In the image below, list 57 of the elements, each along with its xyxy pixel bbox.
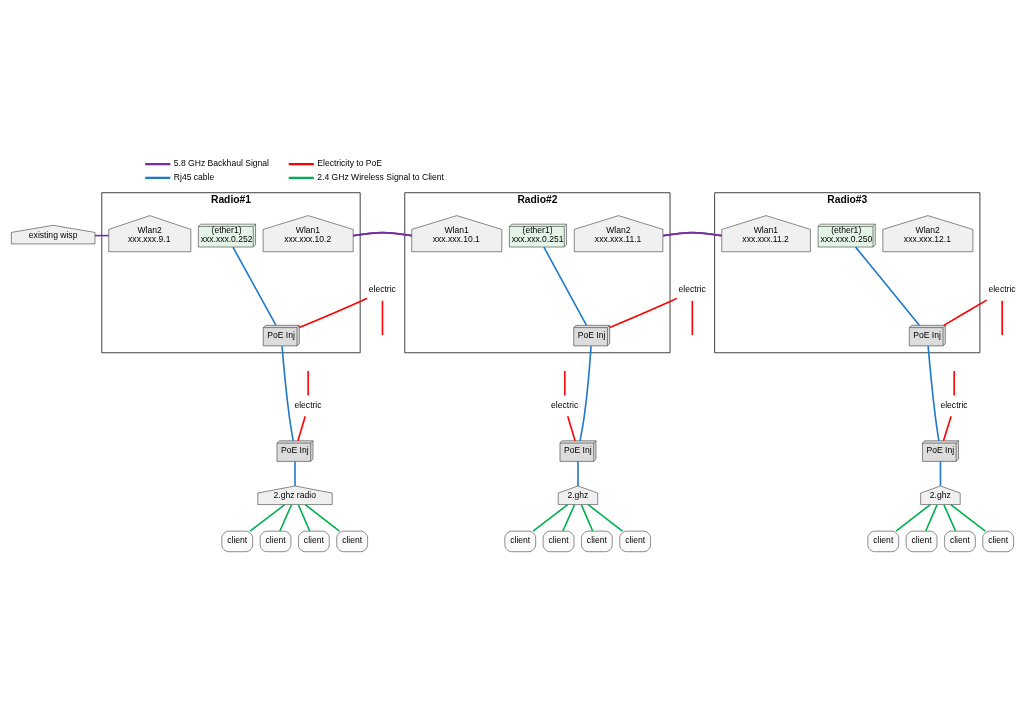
connector [580, 503, 594, 532]
node-text: electric [551, 399, 579, 410]
connector [1001, 300, 1003, 336]
connector [232, 246, 277, 326]
connector [939, 460, 942, 487]
connector [304, 503, 341, 532]
node-text: electric [988, 284, 1016, 295]
connector [895, 503, 931, 532]
connector [943, 503, 957, 532]
connector [608, 297, 678, 329]
connector [297, 415, 307, 442]
node-box: client [982, 530, 1014, 552]
node-box: client [867, 530, 899, 552]
legend-label: Rj45 cable [173, 171, 215, 182]
connector [381, 300, 384, 336]
connector [566, 415, 576, 442]
connector [297, 503, 311, 532]
legend-label: 5.8 GHz Backhaul Signal [173, 158, 269, 169]
node-box: client [336, 530, 368, 552]
connector [298, 297, 368, 329]
legend-label: Electricity to PoE [317, 158, 383, 169]
connector [543, 246, 588, 326]
connector [249, 503, 286, 532]
connector [953, 370, 955, 397]
legend-label: 2.4 GHz Wireless Signal to Client [317, 171, 444, 182]
node-box: client [259, 530, 292, 552]
connector [352, 231, 413, 237]
connector [579, 345, 592, 442]
connector [281, 345, 294, 442]
node-box: client [298, 530, 330, 552]
node-box: client [504, 530, 536, 552]
node-text: electric [368, 284, 396, 295]
connector [949, 503, 987, 532]
connector [943, 299, 988, 327]
connector [691, 300, 694, 336]
node-box: client [221, 530, 253, 552]
node-box: client [905, 530, 938, 552]
node-box: client [581, 530, 613, 552]
connector [854, 246, 921, 326]
connector [942, 415, 952, 442]
connector [564, 370, 566, 397]
connector [279, 503, 293, 532]
connector [927, 345, 940, 442]
node-text: electric [940, 399, 968, 410]
connector [294, 460, 296, 487]
node-box: client [619, 530, 651, 552]
connector [577, 460, 579, 487]
connector [925, 503, 938, 532]
node-text: electric [294, 399, 322, 410]
node-box: client [542, 530, 575, 552]
node-box: client [944, 530, 976, 552]
node-text: electric [678, 284, 706, 295]
connector [307, 370, 309, 397]
connector [587, 503, 624, 532]
connector [562, 503, 576, 532]
connector [532, 503, 569, 532]
connector [662, 231, 723, 237]
